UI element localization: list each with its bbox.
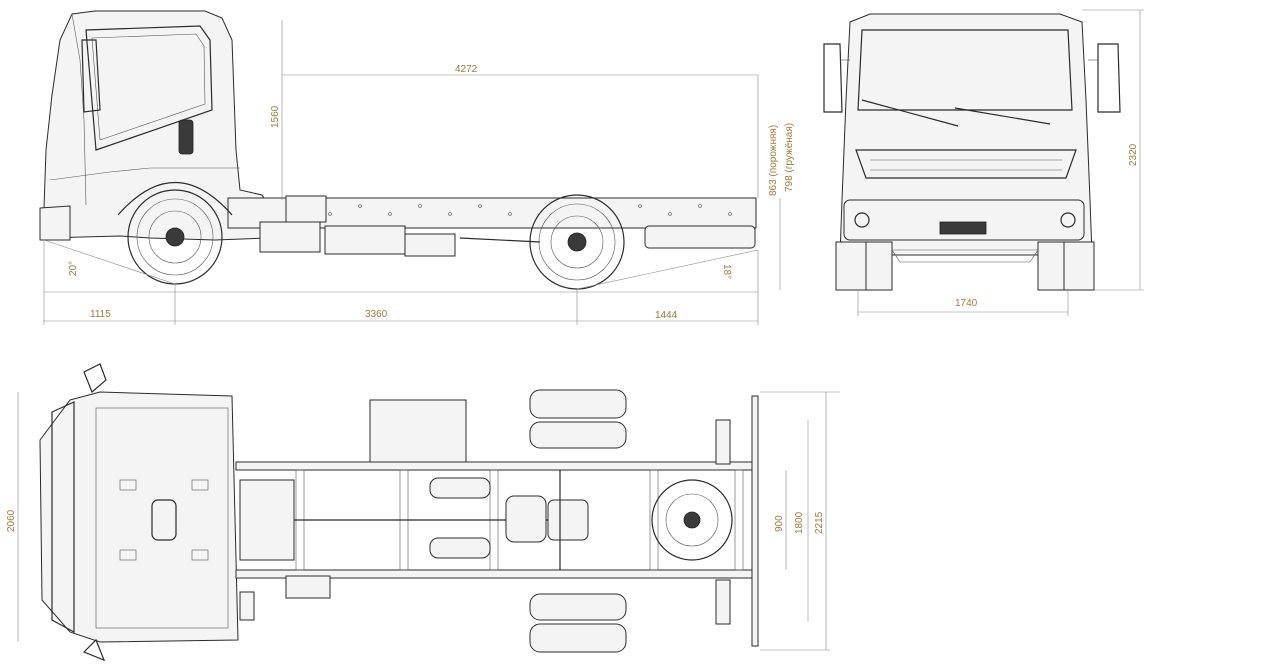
top-fuel-tank <box>369 399 467 463</box>
dim-overall-height: 2320 <box>1128 143 1139 166</box>
top-left-mirror <box>83 363 107 394</box>
front-left-tire <box>835 241 867 291</box>
side-door-handle <box>178 119 194 155</box>
front-left-mirror <box>823 43 843 113</box>
top-right-mirror <box>82 638 106 662</box>
top-engine <box>239 479 295 561</box>
front-cab <box>839 13 1093 256</box>
dim-rear-overhang: 1444 <box>655 310 678 321</box>
top-spare-wheel <box>651 479 733 561</box>
side-transmission <box>259 221 321 253</box>
front-view <box>823 13 1121 291</box>
dim-departure-angle: 18° <box>721 264 732 279</box>
dim-front-track: 1740 <box>955 298 978 309</box>
top-view <box>39 363 759 662</box>
front-right-mirror <box>1097 43 1121 113</box>
dim-cab-height: 1560 <box>270 105 281 128</box>
dim-front-overhang: 1115 <box>90 309 111 320</box>
top-cab <box>39 391 239 643</box>
dim-wheelbase: 3360 <box>365 309 388 320</box>
top-rear-wheel-outer-left <box>529 389 627 419</box>
side-cab <box>43 10 269 241</box>
top-rear-bumper <box>751 395 759 647</box>
dim-frame-height-empty: 863 (порожняя) <box>768 125 779 196</box>
dim-cab-width: 2060 <box>6 509 17 532</box>
dim-frame-width: 900 <box>774 515 785 532</box>
top-frame-rail-upper <box>235 461 757 471</box>
side-fuel-tank <box>644 225 756 249</box>
dim-approach-angle: 20° <box>68 261 79 276</box>
frame-holes <box>298 204 732 216</box>
top-rear-axle-diff <box>547 499 589 541</box>
side-dimensions <box>43 20 781 325</box>
front-grille <box>855 149 1077 179</box>
front-windshield <box>857 29 1073 111</box>
front-dimensions <box>857 9 1144 316</box>
dim-overall-width: 2215 <box>814 511 825 534</box>
top-rear-wheel-outer-right <box>529 623 627 653</box>
dim-overall-length: 4272 <box>455 64 478 75</box>
front-bumper <box>843 199 1085 241</box>
dim-frame-height-loaded: 798 (гружёная) <box>784 123 795 192</box>
top-roof-hatch <box>151 499 177 541</box>
side-view <box>39 10 757 290</box>
front-right-tire <box>1037 241 1065 291</box>
dim-rear-track: 1800 <box>794 511 805 534</box>
top-dimensions <box>17 391 840 651</box>
